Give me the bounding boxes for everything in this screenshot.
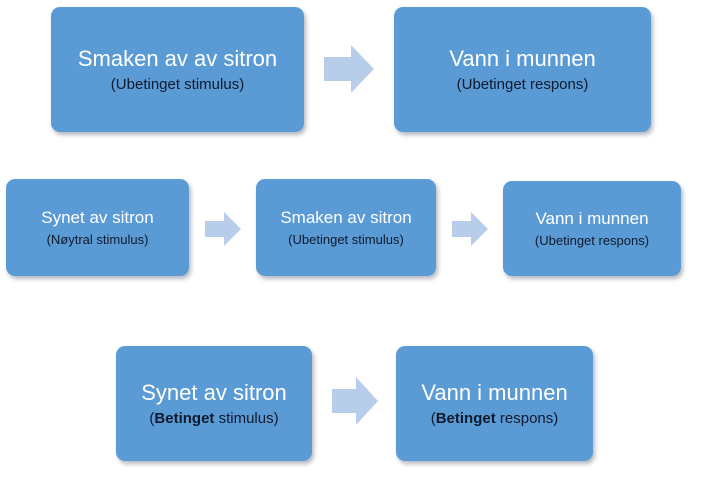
box-subtitle: (Ubetinget stimulus) bbox=[110, 76, 245, 93]
box-subtitle: (Nøytral stimulus) bbox=[46, 232, 149, 247]
box-subtitle-text: respons bbox=[495, 410, 554, 427]
box-subtitle-text: stimulus bbox=[214, 410, 274, 427]
box-title: Vann i munnen bbox=[535, 209, 649, 228]
box-taste-of-lemon-unconditioned-stimulus: Smaken av av sitron (Ubetinget stimulus) bbox=[51, 7, 304, 132]
right-arrow-icon bbox=[332, 376, 378, 426]
box-title: Vann i munnen bbox=[421, 380, 568, 405]
box-sight-of-lemon-neutral-stimulus: Synet av sitron (Nøytral stimulus) bbox=[6, 179, 189, 276]
box-title: Synet av sitron bbox=[41, 208, 154, 227]
box-subtitle-bold: Betinget bbox=[435, 410, 496, 427]
box-title: Synet av sitron bbox=[141, 380, 287, 405]
box-subtitle-text: Ubetinget respons bbox=[539, 233, 645, 248]
box-title: Vann i munnen bbox=[449, 46, 596, 71]
box-subtitle-text: Ubetinget respons bbox=[461, 76, 584, 93]
box-mouth-watering-unconditioned-response: Vann i munnen (Ubetinget respons) bbox=[503, 181, 681, 276]
box-mouth-watering-conditioned-response: Vann i munnen (Betinget respons) bbox=[396, 346, 593, 461]
box-subtitle-text: Nøytral stimulus bbox=[50, 232, 145, 247]
box-title: Smaken av av sitron bbox=[77, 46, 278, 71]
box-subtitle: (Betinget respons) bbox=[430, 410, 559, 427]
right-arrow-icon bbox=[452, 211, 488, 247]
box-subtitle: (Betinget stimulus) bbox=[149, 410, 279, 427]
right-arrow-icon bbox=[324, 44, 374, 94]
box-subtitle-text: Ubetinget stimulus bbox=[115, 76, 240, 93]
box-subtitle: (Ubetinget stimulus) bbox=[288, 232, 404, 247]
box-subtitle-text: Ubetinget stimulus bbox=[292, 232, 400, 247]
box-subtitle: (Ubetinget respons) bbox=[534, 233, 650, 248]
box-title: Smaken av sitron bbox=[280, 208, 412, 227]
box-taste-of-lemon-unconditioned-stimulus: Smaken av sitron (Ubetinget stimulus) bbox=[256, 179, 436, 276]
box-sight-of-lemon-conditioned-stimulus: Synet av sitron (Betinget stimulus) bbox=[116, 346, 312, 461]
right-arrow-icon bbox=[205, 211, 241, 247]
box-mouth-watering-unconditioned-response: Vann i munnen (Ubetinget respons) bbox=[394, 7, 651, 132]
box-subtitle: (Ubetinget respons) bbox=[456, 76, 589, 93]
box-subtitle-bold: Betinget bbox=[154, 410, 215, 427]
